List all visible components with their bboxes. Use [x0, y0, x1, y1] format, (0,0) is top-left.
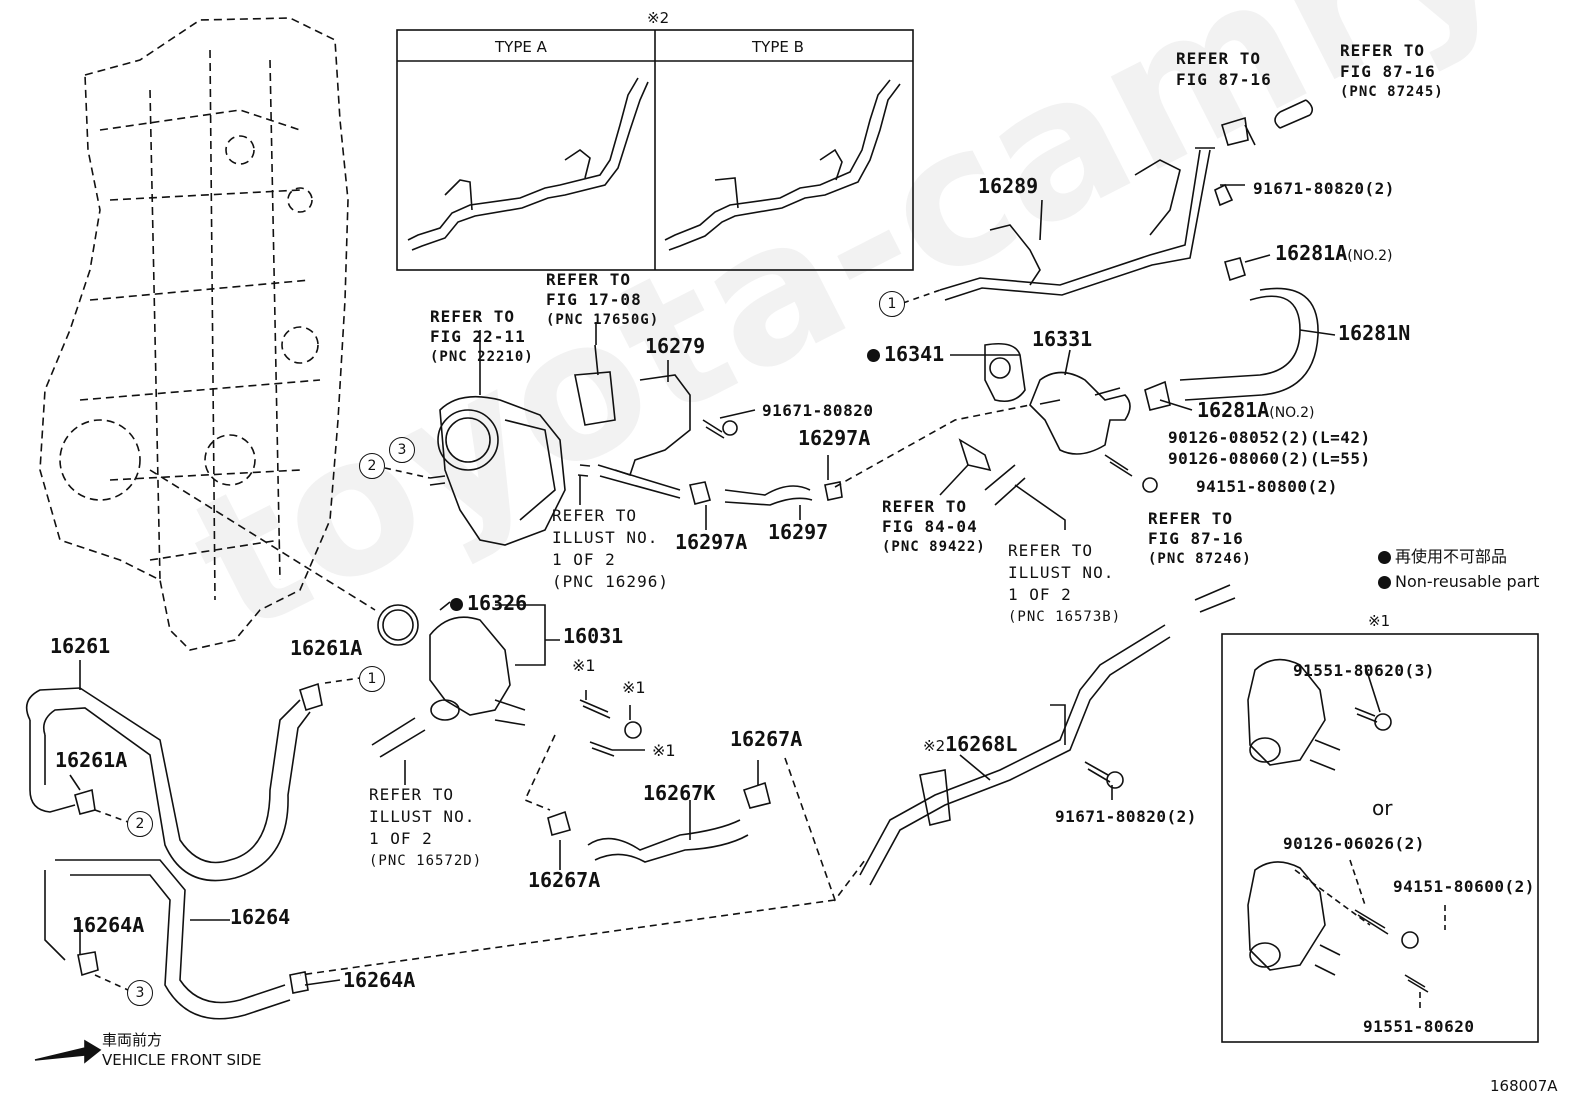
part-16331: 16331	[1032, 327, 1093, 351]
type-box-mark: ※2	[647, 9, 670, 27]
front-en: VEHICLE FRONT SIDE	[102, 1051, 262, 1069]
mark-1-b: ※1	[622, 678, 646, 697]
callout-circle-2: 2	[359, 453, 385, 479]
diagram-id: 168007A	[1490, 1077, 1558, 1095]
part-16281A-top: 16281A(NO.2)	[1275, 241, 1393, 265]
part-16264: 16264	[230, 905, 291, 929]
part-16264A-right: 16264A	[343, 968, 416, 992]
part-16031: 16031	[563, 624, 624, 648]
callout-circle-1: 1	[359, 666, 385, 692]
part-91671-80820-2-bottom: 91671-80820(2)	[1055, 807, 1197, 826]
part-16279: 16279	[645, 334, 706, 358]
non-reusable-dot-icon	[1378, 576, 1391, 589]
callout-circle-3: 3	[127, 980, 153, 1006]
part-91671-80820-2-top: 91671-80820(2)	[1253, 179, 1395, 198]
part-16264A-left: 16264A	[72, 913, 145, 937]
non-reusable-dot-icon	[1378, 551, 1391, 564]
part-16297: 16297	[768, 520, 829, 544]
part-16341: 16341	[867, 344, 944, 364]
non-reusable-dot-icon	[867, 349, 880, 362]
type-a-label: TYPE A	[495, 38, 547, 56]
engine-cover-drawing	[39, 17, 349, 651]
part-16267K: 16267K	[643, 781, 716, 805]
part-16281N: 16281N	[1338, 321, 1411, 345]
or-label: or	[1372, 796, 1393, 820]
part-91671-80820-mid: 91671-80820	[762, 401, 874, 420]
part-94151-80800: 94151-80800(2)	[1196, 477, 1338, 496]
mark-1-a: ※1	[572, 656, 596, 675]
callout-circle-2: 2	[127, 811, 153, 837]
part-16297A-bottom: 16297A	[675, 530, 748, 554]
non-reusable-dot-icon	[450, 598, 463, 611]
part-16261A-top: 16261A	[290, 636, 363, 660]
legend-jp: 再使用不可部品	[1378, 547, 1507, 567]
part-90126-06026: 90126-06026(2)	[1283, 834, 1425, 853]
part-16289: 16289	[978, 174, 1039, 198]
part-16267A-bottom: 16267A	[528, 868, 601, 892]
callout-circle-3: 3	[389, 437, 415, 463]
part-16268L: ※216268L	[923, 732, 1018, 756]
callout-circle-1: 1	[879, 291, 905, 317]
type-b-label: TYPE B	[752, 38, 804, 56]
part-91551-80620: 91551-80620	[1363, 1017, 1475, 1036]
part-91551-80620-3: 91551-80620(3)	[1293, 661, 1435, 680]
part-16261A-left: 16261A	[55, 748, 128, 772]
part-90126-08060: 90126-08060(2)(L=55)	[1168, 449, 1371, 468]
part-94151-80600: 94151-80600(2)	[1393, 877, 1535, 896]
alt-box-frame	[1221, 633, 1539, 1043]
part-16267A-top: 16267A	[730, 727, 803, 751]
part-16297A-top: 16297A	[798, 426, 871, 450]
mark-1-c: ※1	[652, 741, 676, 760]
part-90126-08052: 90126-08052(2)(L=42)	[1168, 428, 1371, 447]
alt-box-mark: ※1	[1368, 612, 1391, 630]
part-16281A-mid: 16281A(NO.2)	[1197, 398, 1315, 422]
part-16326: 16326	[450, 593, 527, 613]
part-16261: 16261	[50, 634, 111, 658]
legend-en: Non-reusable part	[1378, 572, 1539, 592]
front-jp: 車両前方	[102, 1031, 163, 1049]
